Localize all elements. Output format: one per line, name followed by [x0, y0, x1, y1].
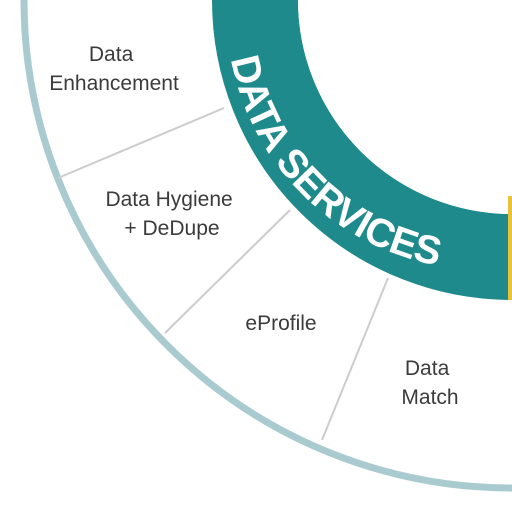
segment-eprofile-line-1: eProfile [245, 312, 316, 335]
segment-data-match-line-2: Match [401, 386, 458, 409]
segment-data-enhancement-line-1: Data [89, 43, 134, 66]
segment-eprofile[interactable]: eProfile [245, 312, 316, 335]
segment-data-hygiene-dedupe[interactable]: Data Hygiene + DeDupe [105, 188, 238, 240]
segment-data-match-line-1: Data [405, 357, 450, 380]
divider-3 [321, 277, 389, 441]
accent-bar [508, 196, 512, 300]
divider-1 [57, 107, 225, 179]
segment-data-enhancement[interactable]: Data Enhancement [49, 43, 179, 95]
segment-data-hygiene-dedupe-line-1: Data Hygiene [105, 188, 232, 211]
inner-core [298, 0, 512, 214]
divider-2 [164, 209, 291, 334]
segment-data-enhancement-line-2: Enhancement [49, 72, 179, 95]
segment-data-match[interactable]: Data Match [401, 357, 458, 409]
segment-data-hygiene-dedupe-line-2: + DeDupe [124, 217, 219, 240]
segment-dividers [57, 107, 389, 441]
